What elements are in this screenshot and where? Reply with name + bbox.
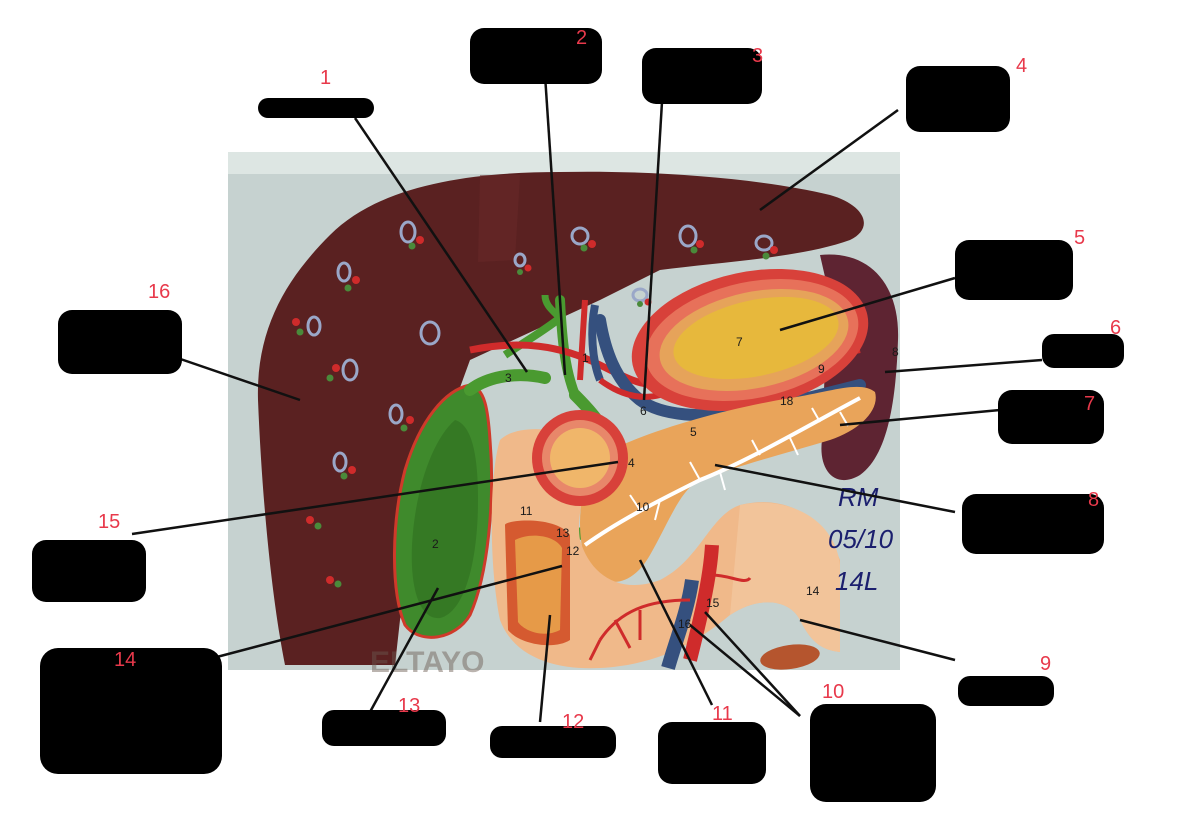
superior-mesenteric-artery	[683, 544, 719, 662]
leader-line-10b	[689, 624, 801, 717]
label-number-2: 2	[576, 27, 587, 49]
leader-line-14	[174, 564, 563, 670]
label-number-10: 10	[822, 681, 844, 703]
leader-line-10a	[704, 611, 801, 717]
redacted-label-2	[470, 28, 602, 84]
redacted-label-8	[962, 494, 1104, 554]
leader-line-11	[638, 559, 714, 706]
model-number-6: 6	[640, 404, 647, 418]
brand-mark: ELTAYO	[370, 646, 484, 679]
model-number-5: 5	[690, 425, 697, 439]
redacted-label-1	[258, 98, 374, 118]
leader-line-12	[538, 614, 552, 723]
model-number-13: 13	[556, 526, 570, 540]
leader-line-4	[759, 108, 899, 212]
label-number-4: 4	[1016, 55, 1027, 77]
leader-line-16	[159, 350, 301, 402]
label-number-1: 1	[320, 67, 331, 89]
label-number-5: 5	[1074, 227, 1085, 249]
model-number-9: 9	[818, 362, 825, 376]
leader-line-7	[839, 408, 1001, 427]
model-number-16: 16	[678, 617, 692, 631]
leader-line-8	[714, 463, 956, 514]
model-number-3: 3	[505, 371, 512, 385]
left-hepatic-duct	[541, 294, 563, 321]
leader-line-6	[884, 358, 1043, 374]
label-number-15: 15	[98, 511, 120, 533]
redacted-label-7	[998, 390, 1104, 444]
pancreatic-duct	[583, 396, 861, 547]
model-number-15: 15	[706, 596, 720, 610]
label-number-6: 6	[1110, 317, 1121, 339]
redacted-label-6	[1042, 334, 1124, 368]
hepatic-artery-branch	[577, 299, 588, 381]
duodenum-cut-section	[505, 520, 570, 646]
leader-lines	[131, 74, 1043, 723]
duodenum-opening	[760, 644, 820, 670]
redacted-label-15	[32, 540, 146, 602]
pancreas	[580, 386, 876, 582]
redacted-label-16	[58, 310, 182, 374]
redacted-label-10	[810, 704, 936, 802]
model-number-2: 2	[432, 537, 439, 551]
model-number-1: 1	[582, 351, 589, 365]
redacted-labels	[32, 28, 1124, 802]
pancreaticoduodenal-branches	[588, 573, 752, 661]
redacted-label-13	[322, 710, 446, 746]
handwriting-code: 14L	[835, 566, 878, 596]
liver-vessel-dots	[292, 236, 778, 588]
redacted-label-3	[642, 48, 762, 104]
label-number-14: 14	[114, 649, 136, 671]
leader-line-13	[368, 587, 440, 713]
label-number-8: 8	[1088, 489, 1099, 511]
redacted-label-5	[955, 240, 1073, 300]
redacted-label-11	[658, 722, 766, 784]
redacted-label-9	[958, 676, 1054, 706]
leader-line-9	[799, 618, 956, 662]
gallbladder-mucosa	[411, 420, 478, 619]
duodenum-curve	[730, 502, 840, 652]
model-number-8: 8	[892, 345, 899, 359]
duodenum-ring	[532, 410, 628, 506]
label-number-7: 7	[1084, 393, 1095, 415]
cystic-duct	[464, 369, 551, 396]
leader-line-3	[642, 101, 664, 401]
photo-top-strip	[228, 152, 900, 174]
model-number-18: 18	[780, 394, 794, 408]
stomach-section	[631, 268, 869, 412]
superior-mesenteric-vein	[661, 578, 699, 670]
redacted-label-14	[40, 648, 222, 774]
redacted-label-4	[906, 66, 1010, 132]
label-number-16: 16	[148, 281, 170, 303]
label-number-3: 3	[752, 45, 763, 67]
liver-vessel-rings	[306, 220, 774, 473]
handwriting-date: 05/10	[828, 524, 894, 554]
leader-line-15	[131, 460, 619, 536]
model-number-11: 11	[520, 504, 533, 518]
right-hepatic-duct	[502, 314, 563, 359]
label-number-12: 12	[562, 711, 584, 733]
leader-line-2	[543, 74, 567, 376]
label-number-13: 13	[398, 695, 420, 717]
model-number-7: 7	[736, 335, 743, 349]
liver-highlight	[478, 175, 520, 262]
leader-line-1	[353, 117, 529, 373]
model-number-12: 12	[566, 544, 580, 558]
model-number-4: 4	[628, 456, 635, 470]
model-number-10: 10	[636, 500, 650, 514]
portal-vein-upper	[588, 304, 604, 382]
redacted-label-12	[490, 726, 616, 758]
leader-line-5	[779, 276, 956, 332]
label-number-9: 9	[1040, 653, 1051, 675]
label-number-11: 11	[712, 703, 733, 725]
model-number-14: 14	[806, 584, 820, 598]
